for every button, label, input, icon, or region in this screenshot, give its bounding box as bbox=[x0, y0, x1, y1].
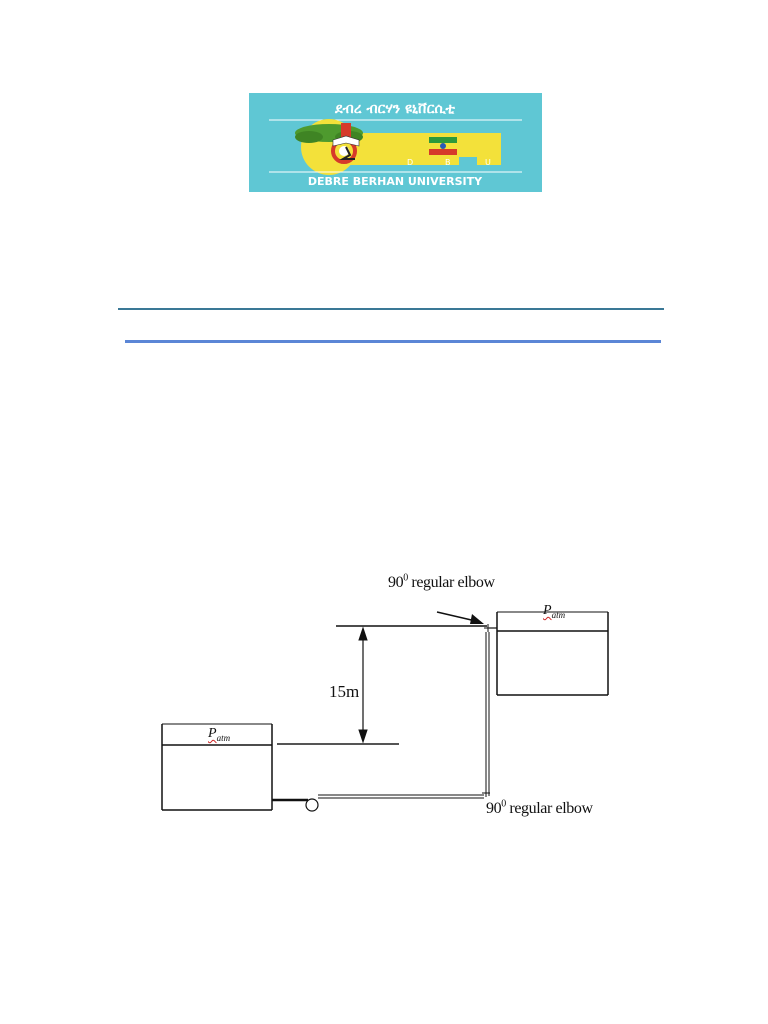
pump-icon bbox=[305, 798, 319, 812]
logo-amharic-text: ደብረ ብርሃን ዩኒቨርሲቲ bbox=[334, 101, 456, 117]
bottom-elbow-text: regular elbow bbox=[509, 800, 593, 817]
logo-english-text: DEBRE BERHAN UNIVERSITY bbox=[308, 175, 483, 188]
top-elbow-marker bbox=[484, 624, 492, 632]
top-elbow-label: 900 regular elbow bbox=[388, 572, 495, 592]
ethiopian-flag bbox=[429, 137, 457, 143]
university-logo: ደብረ ብርሃን ዩኒቨርሲቲ D B U DEBRE BERHAN UNIVE… bbox=[249, 93, 542, 192]
header-rule-top bbox=[118, 308, 664, 310]
torch-icon bbox=[341, 123, 351, 137]
logo-initial-u: U bbox=[485, 158, 491, 167]
top-elbow-pointer-arrow bbox=[436, 611, 484, 624]
right-tank bbox=[496, 611, 609, 696]
logo-initial-d: D bbox=[407, 158, 413, 167]
bottom-elbow-label: 900 regular elbow bbox=[486, 798, 593, 818]
book-icon bbox=[332, 135, 360, 147]
left-tank-pressure-subscript: atm bbox=[216, 732, 231, 743]
right-tank-pressure-subscript: atm bbox=[551, 609, 566, 620]
height-dimension-arrow bbox=[358, 626, 368, 744]
bottom-elbow-degree: 0 bbox=[501, 798, 506, 810]
left-tank-pressure-label: Patm bbox=[208, 726, 230, 742]
header-rule-bottom bbox=[125, 340, 661, 343]
right-tank-pressure-label: Patm bbox=[543, 603, 565, 619]
bottom-elbow-marker bbox=[482, 789, 490, 797]
pipe bbox=[272, 627, 497, 812]
left-tank bbox=[161, 723, 273, 811]
top-elbow-text: regular elbow bbox=[411, 574, 495, 591]
logo-initial-b: B bbox=[445, 158, 451, 167]
left-tank-pressure-symbol: P bbox=[208, 726, 217, 741]
top-elbow-number: 90 bbox=[388, 574, 404, 591]
right-tank-pressure-symbol: P bbox=[543, 603, 552, 618]
microscope-icon bbox=[339, 146, 355, 160]
top-elbow-degree: 0 bbox=[403, 572, 408, 584]
bottom-elbow-number: 90 bbox=[486, 800, 502, 817]
height-label: 15m bbox=[329, 682, 360, 701]
